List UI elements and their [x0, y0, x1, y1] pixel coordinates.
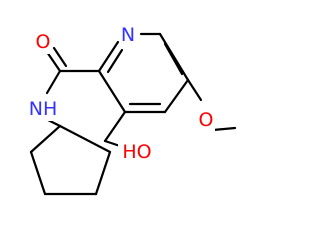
- bond-ring-c2-n1-inner: [106, 48, 124, 74]
- bond-ring-c5-c4: [163, 78, 190, 114]
- atom-labels: N O NH HO O: [26, 23, 215, 165]
- atom-n: N: [121, 24, 135, 46]
- atom-o-methoxy: O: [199, 109, 214, 131]
- bond-ring-c6-c5: [158, 32, 190, 82]
- atom-o-carbonyl: O: [36, 31, 51, 53]
- bonds: [29, 32, 237, 196]
- bond-c4-o: [186, 78, 203, 102]
- molecule-svg: N O NH HO O: [26, 23, 237, 196]
- bond-camide-o-2: [52, 46, 68, 68]
- bond-camide-nh: [45, 69, 62, 95]
- bond-o-ch3: [211, 126, 237, 132]
- molecule-structure: N O NH HO O: [26, 23, 237, 196]
- atom-oh: HO: [122, 141, 151, 163]
- bond-ring-c2-n1: [97, 40, 120, 73]
- bond-cp-2-3: [29, 150, 47, 196]
- bond-cp-1-2: [29, 124, 62, 154]
- atom-nh: NH: [29, 98, 58, 120]
- bond-c3-ch2: [103, 110, 127, 143]
- bond-ring-c6-c5-inner: [163, 42, 184, 76]
- bond-cp-5-1: [58, 124, 112, 154]
- bond-ring-c3-c2: [97, 69, 127, 114]
- bond-camide-o: [45, 50, 62, 73]
- bond-cp-4-5: [94, 150, 112, 196]
